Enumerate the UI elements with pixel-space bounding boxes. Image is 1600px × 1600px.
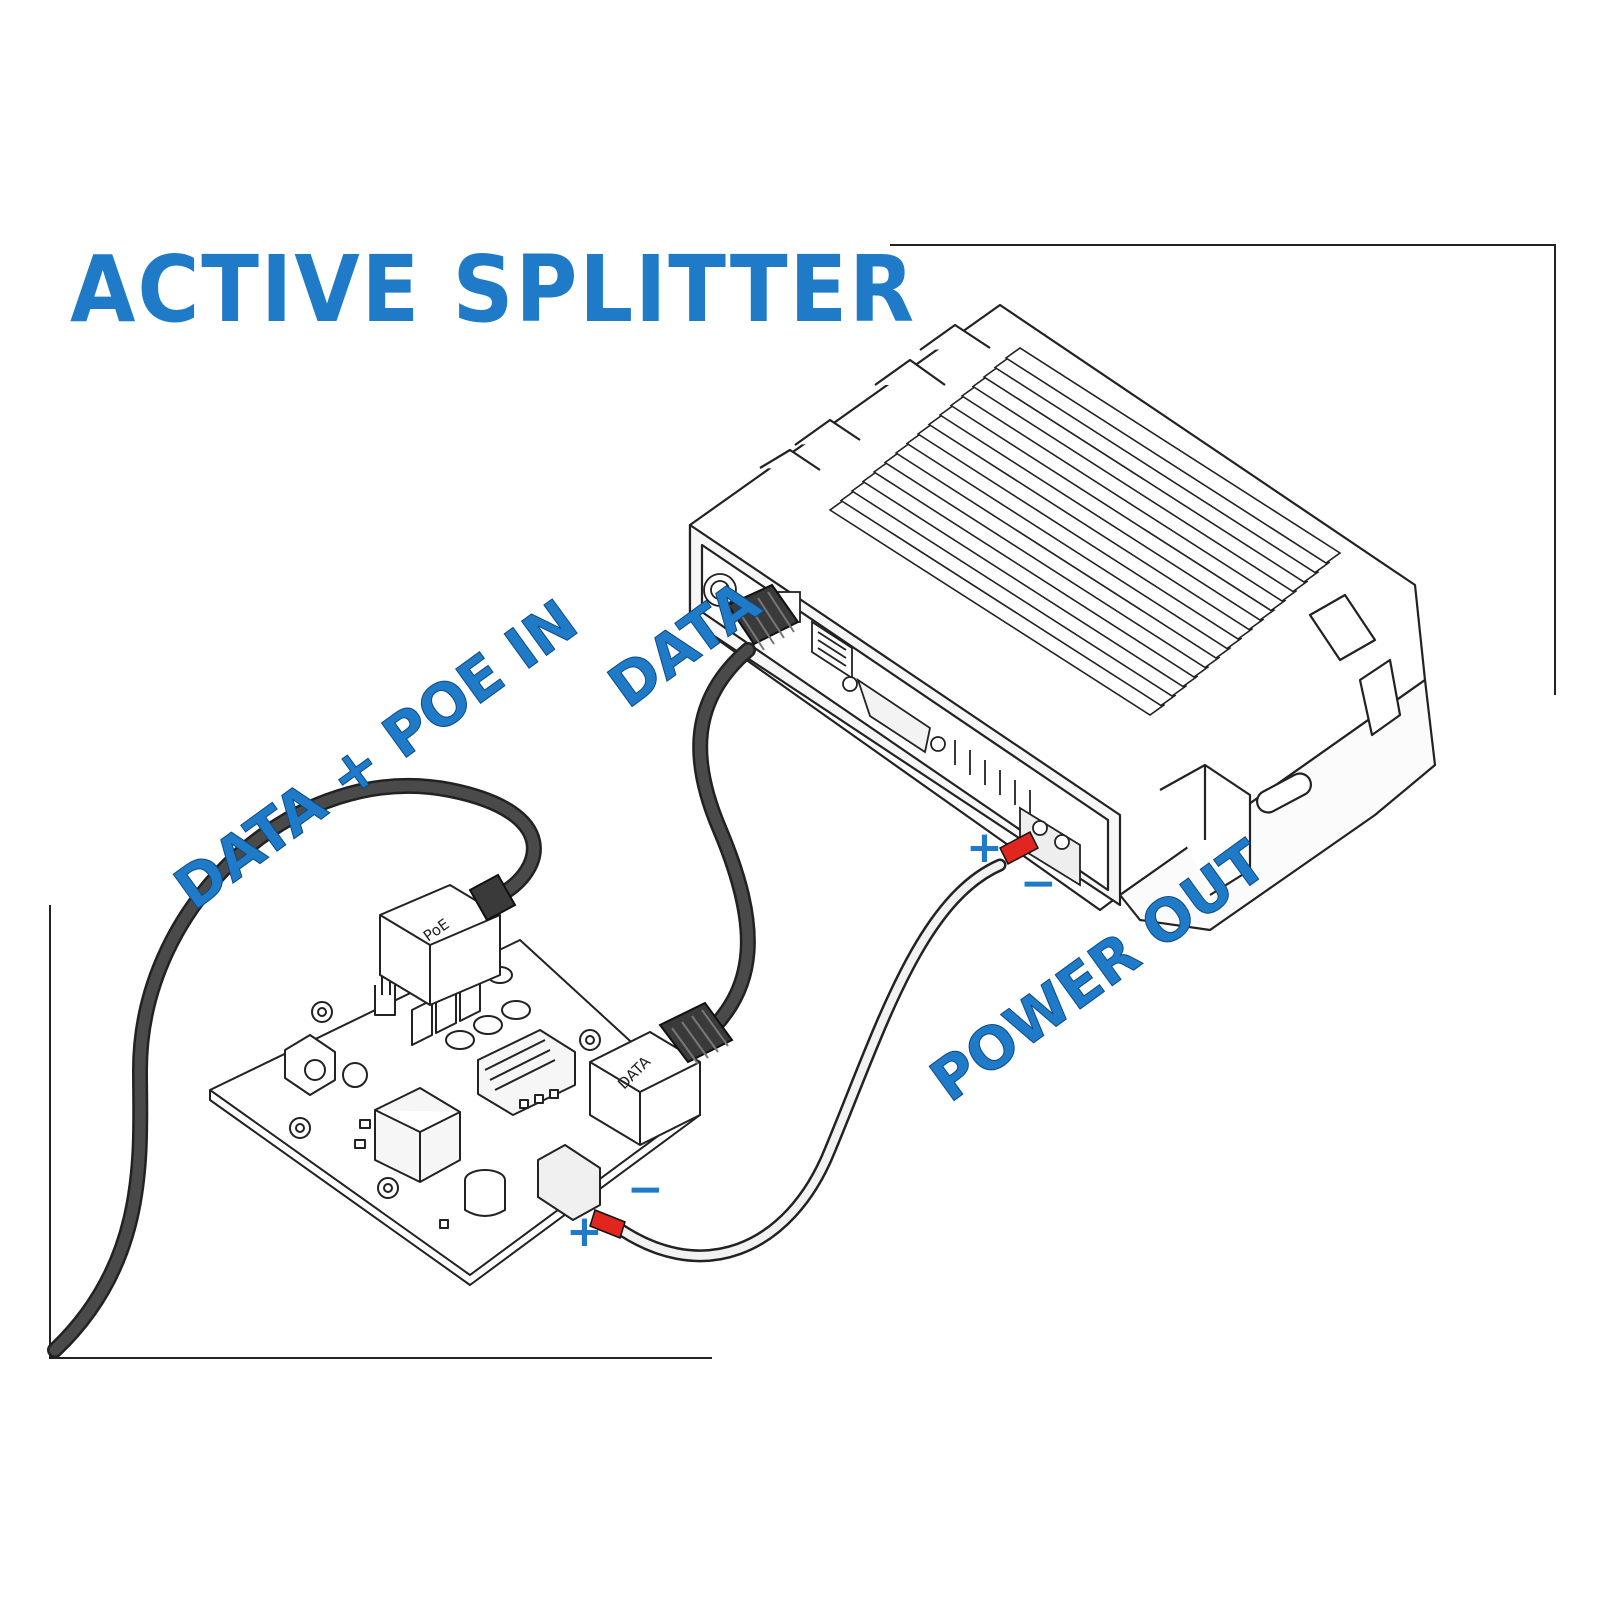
heatsink-fin (894, 442, 1232, 659)
frame-lines (49, 244, 1556, 1359)
heatsink-fin (861, 470, 1199, 688)
heatsink-fin (938, 404, 1276, 621)
power-out-cable (603, 858, 1007, 1263)
heatsink-fin (883, 451, 1221, 669)
rj45-plug-pcb-poe (468, 873, 517, 922)
heatsink-fin (850, 480, 1188, 697)
splitter-pcb (209, 884, 701, 1286)
heatsink-fin (916, 423, 1254, 640)
rj45-plug-pcb-data (658, 1001, 734, 1065)
pcb-plus-sign: + (566, 1206, 603, 1257)
heatsink-fin (1004, 347, 1342, 564)
heatsink-fin (960, 385, 1298, 602)
heatsink-fin (872, 461, 1210, 678)
poe-in-cable (47, 777, 542, 1358)
heatsink-fins (828, 347, 1342, 716)
heatsink-fin (828, 499, 1166, 716)
device-minus-sign: − (1020, 858, 1057, 909)
diagram-title: ACTIVE SPLITTER (70, 236, 917, 343)
heatsink-fin (993, 356, 1331, 574)
red-wire-tips (589, 830, 1039, 1239)
data-cable (692, 642, 756, 1048)
heatsink-fin (905, 432, 1243, 650)
heatsink-fin (927, 413, 1265, 631)
heatsink-fin (982, 366, 1320, 583)
heatsink-fin (839, 489, 1177, 707)
rj45-plug-device (726, 583, 800, 651)
device-plus-sign: + (966, 822, 1003, 873)
heatsink-fin (949, 394, 1287, 612)
pcb-minus-sign: − (627, 1164, 664, 1215)
heatsink-fin (971, 375, 1309, 593)
